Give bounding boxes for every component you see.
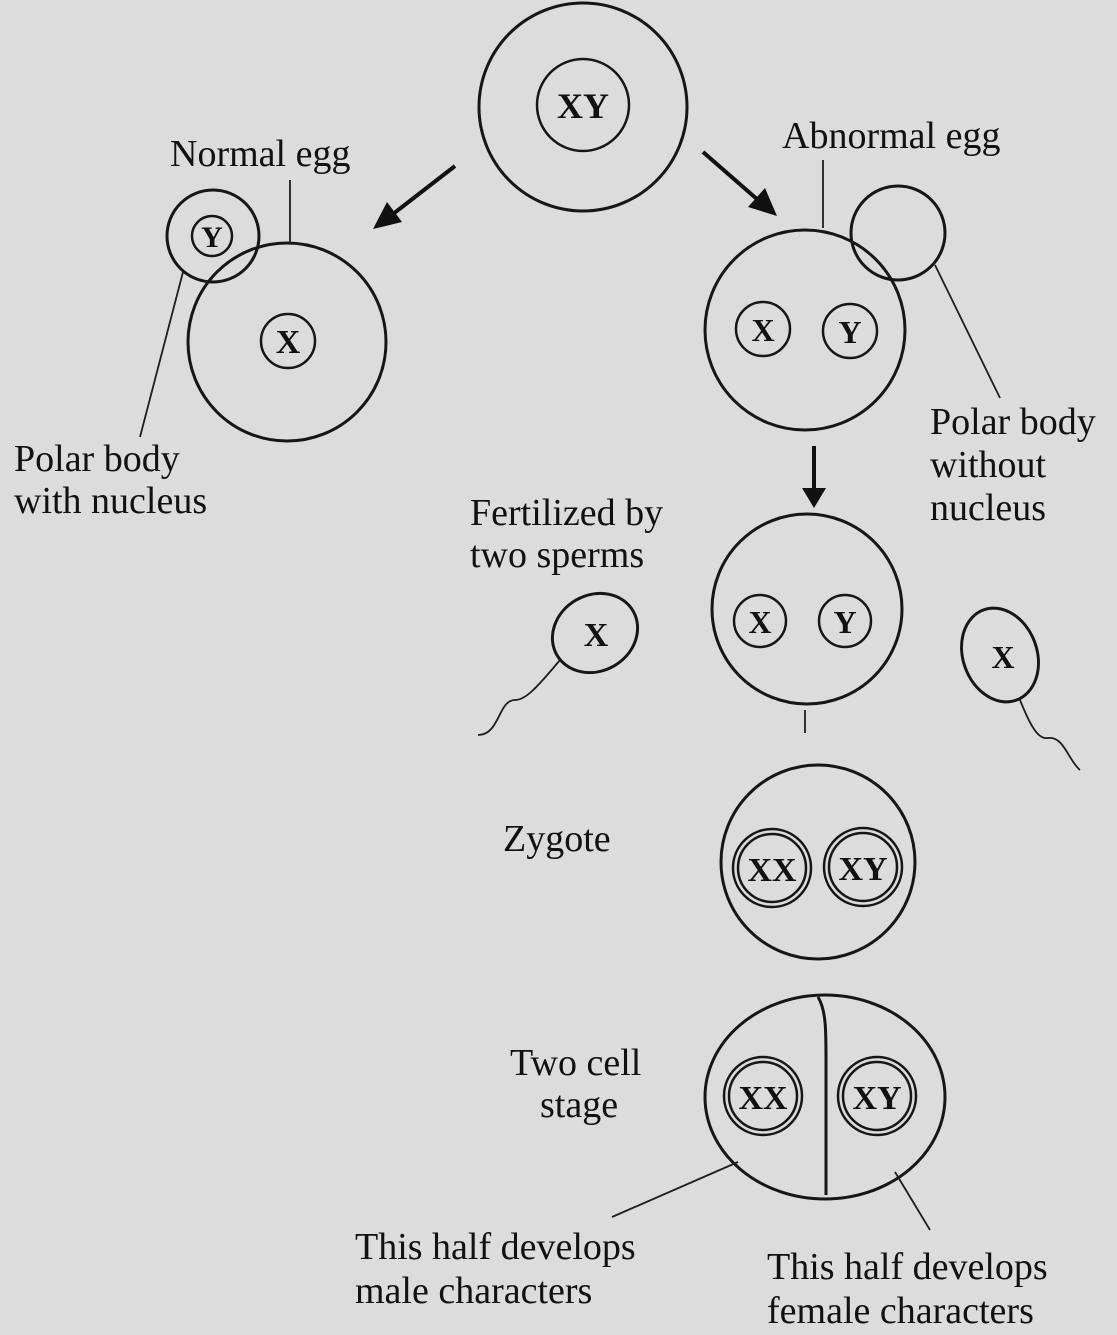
female-half-label-line2: female characters — [767, 1290, 1034, 1332]
zygote-nucleus-1: XX — [747, 852, 797, 889]
male-half-label-line1: This half develops — [355, 1226, 636, 1268]
two-cell-label-line2: stage — [540, 1084, 618, 1126]
polar-body-with-nucleus-label-line1: Polar body — [14, 438, 180, 480]
fertilization-label-line1: Fertilized by — [470, 492, 663, 534]
zygote: XX XY Zygote — [503, 765, 915, 959]
parent-chromosomes: XY — [557, 86, 609, 126]
polar-body-nucleus: Y — [201, 221, 223, 254]
abnormal-egg-nucleus-1: X — [751, 312, 774, 348]
normal-egg-nucleus: X — [276, 324, 301, 361]
two-cell-nucleus-2: XY — [852, 1080, 901, 1117]
fertilized-nucleus-1: X — [748, 604, 771, 640]
female-half-label-line1: This half develops — [767, 1246, 1048, 1288]
fertilized-nucleus-2: Y — [833, 604, 856, 640]
fertilized-egg: X Y Fertilized by two sperms — [470, 492, 902, 704]
polar-body-without-nucleus-label-line1: Polar body — [930, 401, 1096, 443]
empty-polar-body: Polar body without nucleus — [851, 186, 1096, 529]
sperm-left-chromosome: X — [584, 617, 609, 654]
arrow-to-normal-egg — [373, 166, 455, 229]
abnormal-egg-nucleus-2: Y — [838, 314, 861, 350]
abnormal-egg-label: Abnormal egg — [782, 115, 1000, 157]
zygote-nucleus-2: XY — [838, 851, 887, 888]
parent-cell: XY — [479, 3, 687, 211]
normal-egg: X Normal egg — [170, 133, 386, 441]
normal-egg-label: Normal egg — [170, 133, 350, 175]
polar-body-without-nucleus-label-line3: nucleus — [930, 487, 1046, 529]
two-cell-label-line1: Two cell — [510, 1042, 641, 1084]
arrow-to-abnormal-egg — [703, 152, 777, 216]
arrow-to-fertilization — [802, 446, 826, 508]
polar-body-with-nucleus-label-line2: with nucleus — [14, 480, 207, 522]
sperm-left: X — [478, 578, 652, 735]
sperm-right: X — [949, 597, 1080, 770]
two-cell-stage: XX XY Two cell stage — [510, 995, 945, 1199]
male-half-label-line2: male characters — [355, 1270, 592, 1312]
male-half-annotation: This half develops male characters — [355, 1162, 738, 1312]
fertilization-label-line2: two sperms — [470, 534, 644, 576]
polar-body-without-nucleus-label-line2: without — [930, 444, 1047, 486]
female-half-annotation: This half develops female characters — [767, 1172, 1048, 1332]
zygote-label: Zygote — [503, 818, 611, 860]
two-cell-nucleus-1: XX — [738, 1080, 788, 1117]
sperm-right-chromosome: X — [991, 639, 1014, 675]
normal-polar-body: Y Polar body with nucleus — [14, 190, 259, 522]
abnormal-egg: X Y Abnormal egg — [705, 115, 1000, 430]
